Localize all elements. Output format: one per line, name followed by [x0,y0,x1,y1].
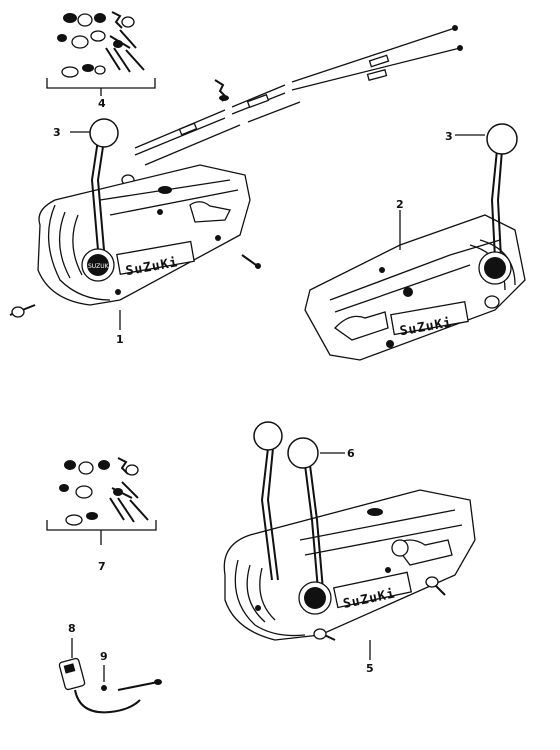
remote-control-box-2: SuZuKi 3 2 [304,123,526,361]
remote-control-box-1: SUZUKI SuZuKi 1 3 [9,118,261,346]
callout-2: 2 [396,198,404,211]
callout-3-right: 3 [445,130,453,143]
svg-text:SUZUKI: SUZUKI [88,263,111,270]
callout-3-left: 3 [53,126,61,139]
dual-remote-control-box-5: SuZuKi 6 5 [223,421,476,675]
lever-knob-3-right [486,123,518,155]
lever-knob-rear [253,421,283,451]
callout-5: 5 [366,662,374,675]
callout-7: 7 [98,560,106,573]
lever-knob-6 [287,437,319,469]
switch-assembly-8-9: 8 9 [58,622,162,714]
callout-4: 4 [98,97,106,110]
lever-knob-3-left [89,118,119,148]
control-cables [121,25,463,186]
hardware-kit-4: 4 [46,11,156,110]
callout-1: 1 [116,333,124,346]
callout-8: 8 [68,622,76,635]
callout-6: 6 [347,447,355,460]
hardware-kit-7: 7 [46,457,157,573]
callout-9: 9 [100,650,108,663]
